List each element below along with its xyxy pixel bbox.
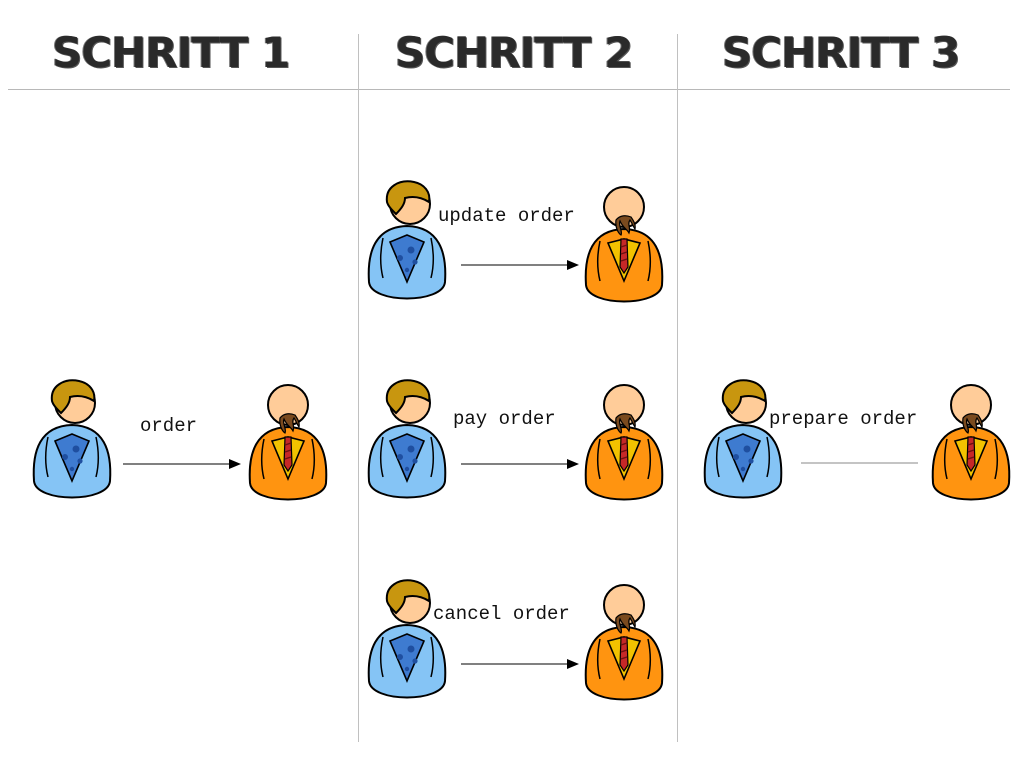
waiter-figure	[250, 385, 327, 500]
waiter-figure	[586, 385, 663, 500]
customer-figure	[369, 380, 446, 497]
customer-figure	[34, 380, 111, 497]
waiter-figure	[586, 187, 663, 302]
customer-figure	[705, 380, 782, 497]
customer-figure	[369, 580, 446, 697]
customer-figure	[369, 181, 446, 298]
waiter-figure	[933, 385, 1010, 500]
waiter-figure	[586, 585, 663, 700]
